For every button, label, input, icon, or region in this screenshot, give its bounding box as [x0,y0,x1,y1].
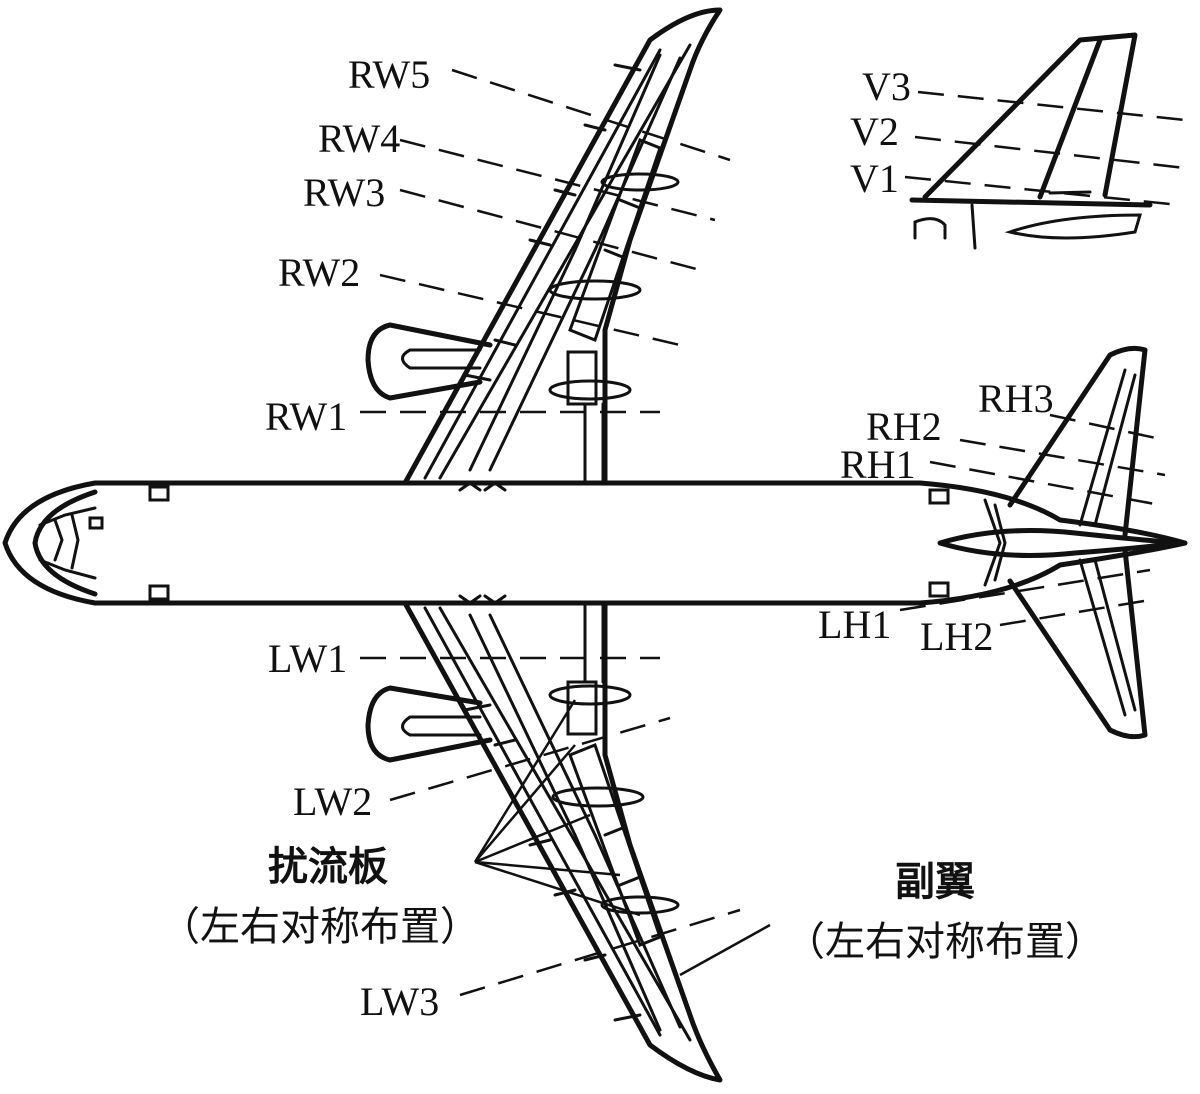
label-rw4: RW4 [318,116,400,161]
vertical-tail-inset [909,32,1153,250]
aileron-note: （左右对称布置） [785,919,1105,965]
horizontal-stabilizer-left [1007,547,1148,740]
label-v3: V3 [862,64,911,109]
aileron-caption: 副翼 （左右对称布置） [785,859,1105,965]
fuselage [2,480,1188,606]
label-lw3: LW3 [360,979,439,1024]
label-rh1: RH1 [840,442,916,487]
label-rw3: RW3 [303,170,385,215]
label-rw2: RW2 [278,250,360,295]
left-wing [365,600,723,1083]
aileron-title: 副翼 [895,859,975,905]
label-rh3: RH3 [978,376,1054,421]
label-rh2: RH2 [866,404,942,449]
component-labels: RW5 RW4 RW3 RW2 RW1 LW1 LW2 LW3 V3 V2 V1… [265,52,1054,1024]
label-lw2: LW2 [293,779,372,824]
spoiler-note: （左右对称布置） [160,904,480,950]
label-lw1: LW1 [268,636,347,681]
spoiler-title: 扰流板 [268,844,388,890]
label-rw1: RW1 [265,394,347,439]
label-lh1: LH1 [818,602,891,647]
label-rw5: RW5 [348,52,430,97]
spoiler-caption: 扰流板 （左右对称布置） [160,844,480,950]
label-lh2: LH2 [920,614,993,659]
pointer-lines [360,68,1186,997]
right-wing [365,7,723,486]
leader-lines [473,699,771,977]
label-v2: V2 [850,109,899,154]
horizontal-stabilizer-right [1007,345,1148,538]
label-v1: V1 [850,156,899,201]
